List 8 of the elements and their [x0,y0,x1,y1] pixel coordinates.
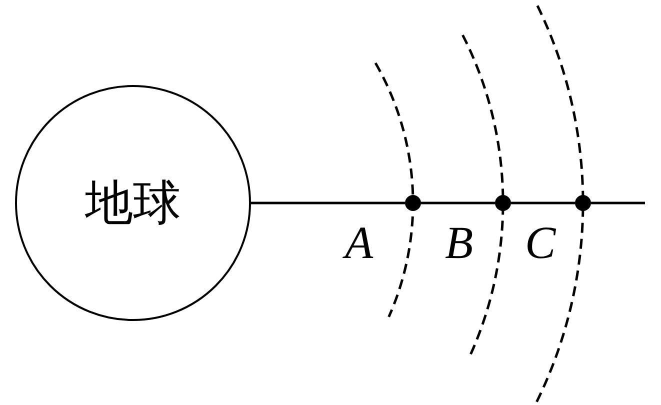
line [421,202,495,204]
line [511,202,575,204]
point-label: B [445,220,474,266]
earth-label: 地球 [85,179,181,227]
line [591,202,645,204]
line [251,202,405,204]
point-label: C [525,220,556,266]
point-label: A [345,220,374,266]
